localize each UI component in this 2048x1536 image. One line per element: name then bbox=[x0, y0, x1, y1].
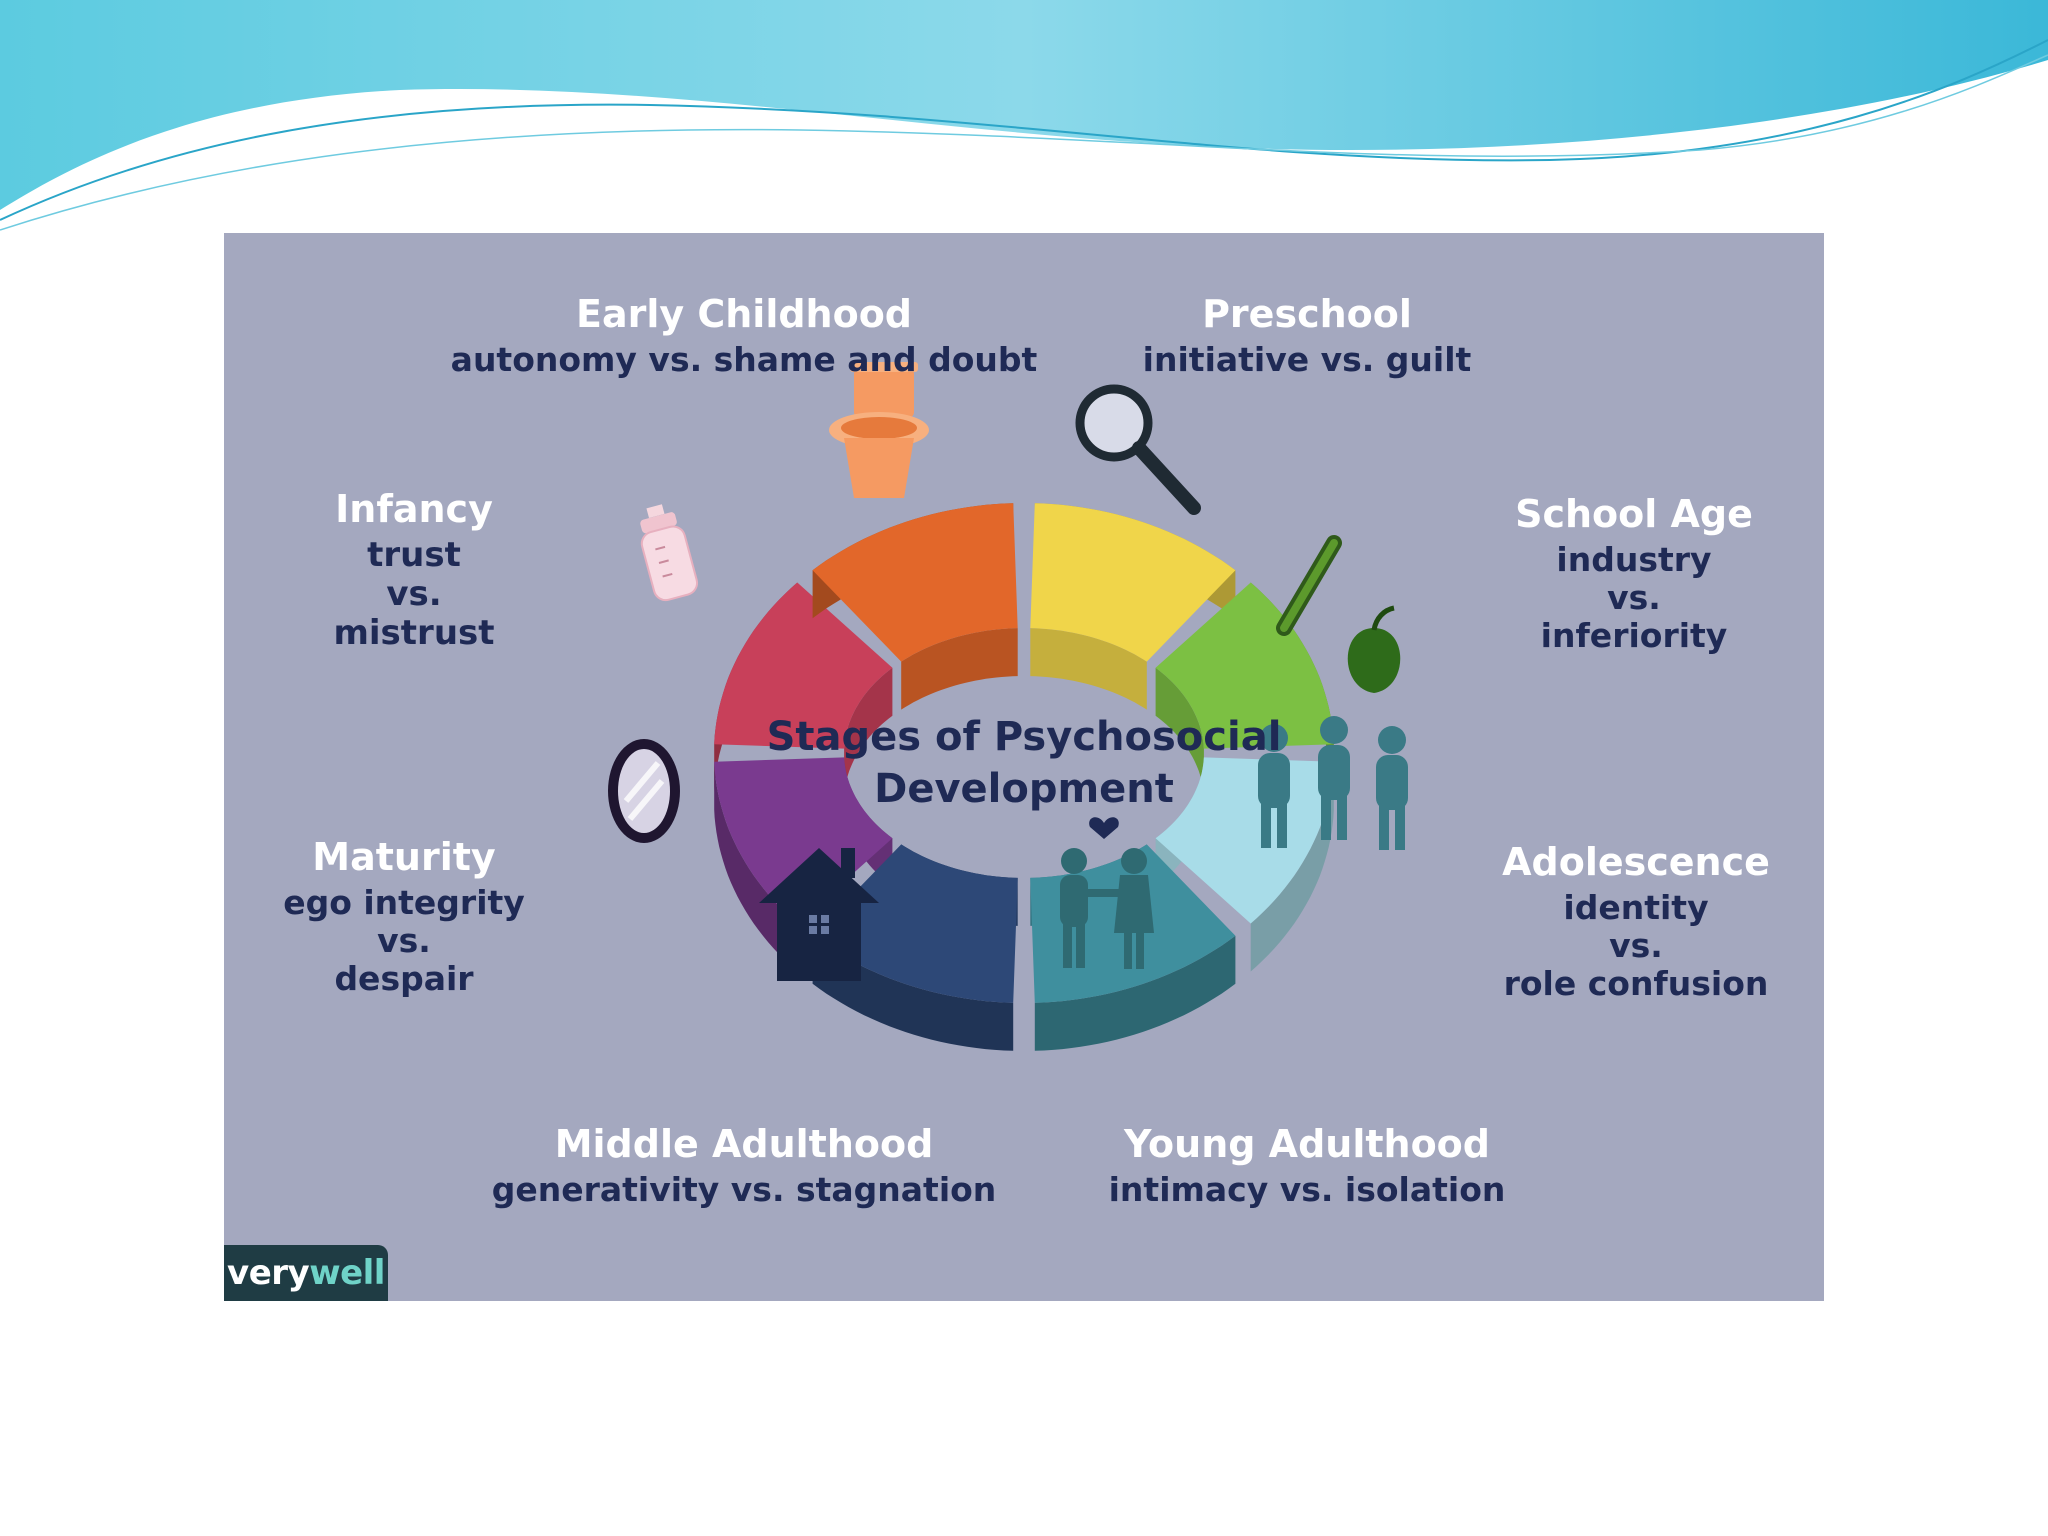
baby-bottle-icon bbox=[640, 504, 699, 602]
stage-label-preschool: Preschool initiative vs. guilt bbox=[1142, 292, 1472, 379]
crisis-text: intimacy vs. isolation bbox=[1108, 1169, 1506, 1209]
ring-segment-inner-side bbox=[1155, 667, 1204, 797]
crisis-text: mistrust bbox=[333, 612, 495, 653]
ring-segment-side bbox=[1034, 935, 1236, 1051]
group-of-people-icon bbox=[1258, 716, 1408, 850]
ring-segment-inner-side bbox=[1030, 628, 1147, 710]
toilet-icon bbox=[829, 362, 929, 498]
ring-segment-top bbox=[714, 582, 893, 749]
ring-segment-side bbox=[714, 761, 798, 972]
house-icon bbox=[759, 848, 879, 981]
crisis-text: vs. bbox=[1607, 577, 1661, 617]
stage-name: Infancy bbox=[335, 487, 493, 531]
stage-name: Preschool bbox=[1202, 292, 1412, 336]
stage-name: Young Adulthood bbox=[1124, 1122, 1490, 1166]
diagram-title-line1: Stages of Psychosocial bbox=[766, 714, 1282, 760]
ring-segment-infancy bbox=[714, 582, 893, 797]
crisis-text: despair bbox=[334, 958, 474, 998]
stage-label-school-age: School Age industry vs. inferiority bbox=[1515, 492, 1753, 655]
stage-ring bbox=[608, 362, 1408, 1051]
ring-segment-preschool bbox=[1030, 503, 1236, 710]
ring-segment-top bbox=[1030, 503, 1236, 662]
stage-label-maturity: Maturity ego integrity vs. despair bbox=[283, 835, 525, 998]
stage-label-infancy: Infancy trust vs. mistrust bbox=[333, 487, 495, 653]
crisis-text: inferiority bbox=[1540, 615, 1728, 655]
logo-text-very: very bbox=[227, 1253, 310, 1293]
ring-segment-top bbox=[812, 844, 1018, 1003]
crisis-text: role confusion bbox=[1503, 963, 1769, 1003]
stage-label-early-childhood: Early Childhood autonomy vs. shame and d… bbox=[450, 292, 1038, 379]
couple-heart-icon bbox=[1060, 817, 1154, 969]
crisis-text: vs. bbox=[386, 573, 442, 614]
psychosocial-stages-infographic: Stages of Psychosocial Development Infan… bbox=[224, 233, 1824, 1301]
diagram-title: Stages of Psychosocial Development bbox=[767, 711, 1282, 815]
ring-segment-inner-side bbox=[901, 628, 1018, 710]
ring-segment-top bbox=[714, 757, 893, 924]
ring-segment-side bbox=[1250, 761, 1334, 972]
stage-label-adolescence: Adolescence identity vs. role confusion bbox=[1502, 840, 1770, 1003]
stage-label-middle-adulthood: Middle Adulthood generativity vs. stagna… bbox=[491, 1122, 997, 1209]
crisis-text: vs. bbox=[1609, 925, 1663, 965]
crisis-text: autonomy vs. shame and doubt bbox=[450, 339, 1038, 379]
magnifying-glass-icon bbox=[1075, 384, 1201, 515]
crisis-text: identity bbox=[1563, 887, 1709, 927]
logo-text-well: well bbox=[309, 1253, 385, 1293]
ring-segment-maturity bbox=[714, 757, 893, 972]
stage-name: Middle Adulthood bbox=[554, 1122, 934, 1166]
ring-segment-early-childhood bbox=[812, 503, 1018, 710]
stage-name: Adolescence bbox=[1502, 840, 1770, 884]
pencil-apple-icon bbox=[1276, 535, 1401, 693]
ring-segment-top bbox=[812, 503, 1018, 662]
crisis-text: industry bbox=[1556, 539, 1712, 579]
crisis-text: generativity vs. stagnation bbox=[491, 1169, 997, 1209]
stage-name: Maturity bbox=[312, 835, 496, 879]
ring-segment-side bbox=[812, 935, 1014, 1051]
mirror-icon bbox=[608, 739, 680, 843]
crisis-text: ego integrity bbox=[283, 882, 525, 922]
ring-segment-middle-adulthood bbox=[812, 844, 1018, 1051]
stage-label-young-adulthood: Young Adulthood intimacy vs. isolation bbox=[1108, 1122, 1506, 1209]
stage-name: Early Childhood bbox=[575, 292, 913, 336]
stage-name: School Age bbox=[1515, 492, 1753, 536]
crisis-text: initiative vs. guilt bbox=[1142, 339, 1472, 379]
diagram-title-line2: Development bbox=[874, 766, 1174, 812]
crisis-text: trust bbox=[367, 534, 461, 575]
ring-segment-inner-side bbox=[844, 667, 893, 797]
slide-wave-decoration bbox=[0, 0, 2048, 231]
crisis-text: vs. bbox=[377, 920, 431, 960]
